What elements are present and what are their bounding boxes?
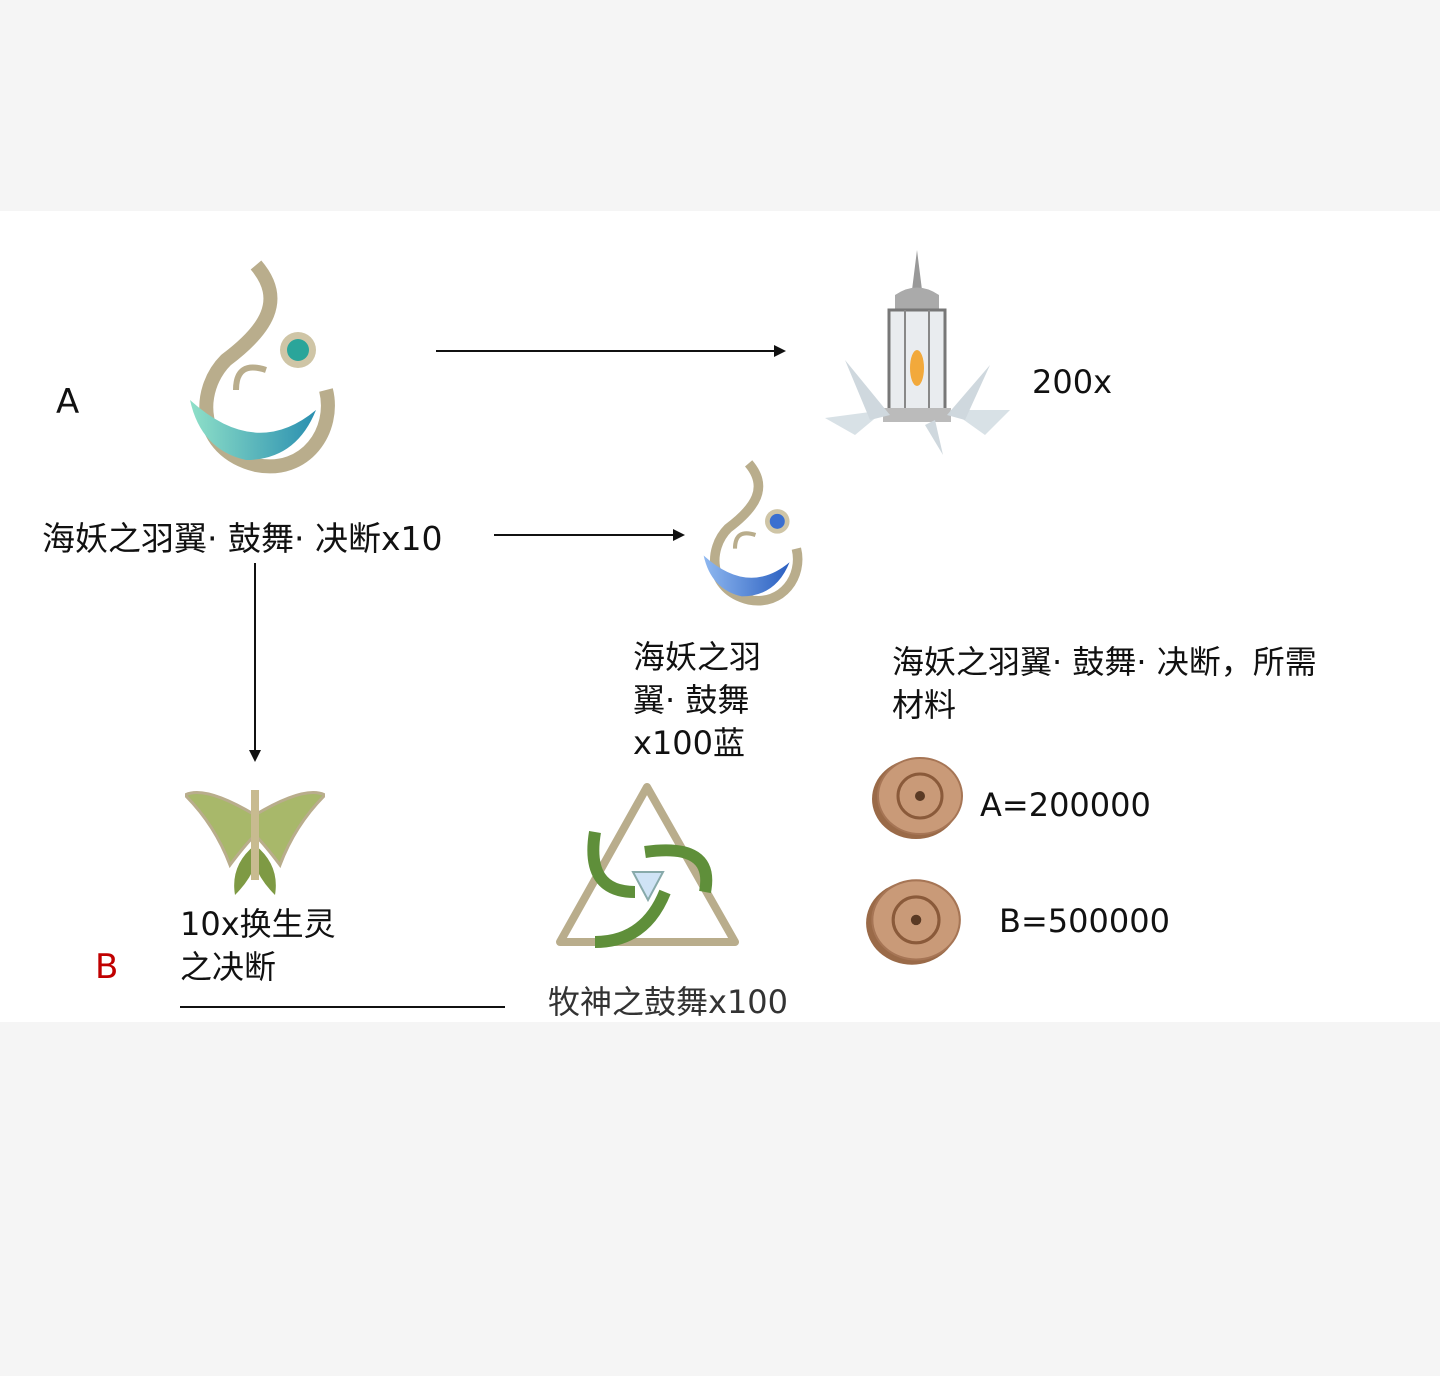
arrow-down-to-changeling xyxy=(254,563,256,751)
lantern-icon xyxy=(825,250,1010,455)
materials-heading-line-2: 材料 xyxy=(892,686,957,724)
cost-a: A=200000 xyxy=(980,786,1151,824)
siren-wing-emblem-icon xyxy=(190,260,335,474)
blue-item-label-line-1: 海妖之羽 xyxy=(633,638,762,676)
coin-icon xyxy=(872,757,963,839)
marker-b: B xyxy=(95,947,119,987)
coin-icon xyxy=(866,879,961,965)
cost-b: B=500000 xyxy=(999,902,1170,940)
arrowhead-icon xyxy=(249,750,261,762)
changeling-label-line-2: 之决断 xyxy=(180,948,277,986)
connector-line-b xyxy=(180,1006,505,1008)
arrow-to-lantern xyxy=(436,350,776,352)
arrowhead-icon xyxy=(774,345,786,357)
pan-item-label: 牧神之鼓舞x100 xyxy=(548,983,789,1021)
lantern-quantity: 200x xyxy=(1032,363,1113,401)
materials-heading-line-1: 海妖之羽翼· 鼓舞· 决断，所需 xyxy=(892,643,1317,681)
arrowhead-icon xyxy=(673,529,685,541)
changeling-label-line-1: 10x换生灵 xyxy=(180,905,336,943)
changeling-butterfly-icon xyxy=(185,790,325,895)
marker-a: A xyxy=(56,382,80,422)
blue-item-label-line-3: x100蓝 xyxy=(633,724,746,762)
arrow-to-blue-emblem xyxy=(494,534,674,536)
siren-wing-blue-emblem-icon xyxy=(703,460,803,606)
source-item-label: 海妖之羽翼· 鼓舞· 决断x10 xyxy=(42,519,443,558)
pan-encouragement-triad-icon xyxy=(556,783,739,948)
blue-item-label-line-2: 翼· 鼓舞 xyxy=(633,681,750,719)
